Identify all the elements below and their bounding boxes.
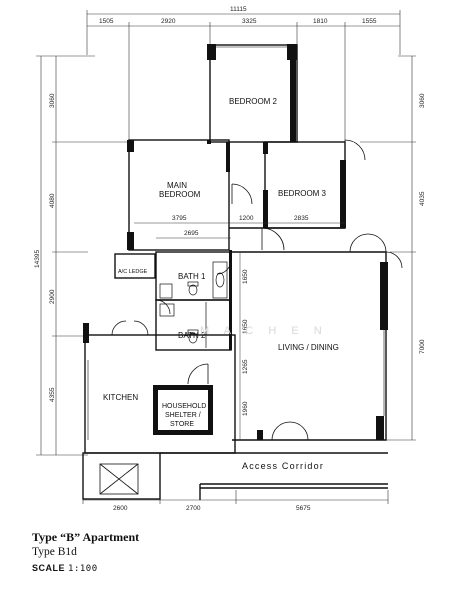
bath-fixtures <box>159 261 228 348</box>
label-main-bedroom-line2: BEDROOM <box>159 190 201 199</box>
dim-bath-col-4: 1960 <box>242 401 249 416</box>
dim-left-4: 4355 <box>49 387 56 402</box>
scale-label-text: SCALE <box>32 563 66 573</box>
label-access-corridor: Access Corridor <box>242 461 324 471</box>
dim-bath-width: 2695 <box>184 230 199 237</box>
dim-bath-col-1: 1650 <box>242 269 249 284</box>
top-dimension-lines <box>86 10 401 140</box>
right-dimension-lines <box>360 55 416 441</box>
dim-left-3: 2900 <box>49 289 56 304</box>
dim-inner-3: 2835 <box>294 215 309 222</box>
dim-left-total: 14395 <box>34 250 41 268</box>
dim-inner-1: 3795 <box>172 215 187 222</box>
label-bath-1: BATH 1 <box>178 272 206 281</box>
bottom-dimension-lines <box>82 490 389 504</box>
label-living-dining: LIVING / DINING <box>278 343 339 352</box>
scale-value: 1:100 <box>68 564 98 574</box>
label-shelter-2: SHELTER / <box>165 412 201 419</box>
dim-bottom-2: 2700 <box>186 505 201 512</box>
floor-plan: 11115 1505 2920 3325 1810 1555 14395 306… <box>34 6 426 512</box>
dim-top-2: 2920 <box>161 18 176 25</box>
label-ac-ledge: A/C LEDGE <box>118 269 148 275</box>
watermark: M A C H E N <box>200 325 328 337</box>
windows <box>87 46 385 440</box>
dim-left-1: 3060 <box>49 93 56 108</box>
dim-top-total: 11115 <box>230 6 247 13</box>
dim-left-2: 4080 <box>49 193 56 208</box>
dim-bath-col-2: 1650 <box>242 319 249 334</box>
label-kitchen: KITCHEN <box>103 393 138 402</box>
dim-top-4: 1810 <box>313 18 328 25</box>
lift-core <box>99 463 139 495</box>
dim-bottom-3: 5675 <box>296 505 311 512</box>
label-shelter-3: STORE <box>170 421 194 428</box>
dim-top-5: 1555 <box>362 18 377 25</box>
structural-columns <box>83 44 388 440</box>
dim-right-3: 7000 <box>419 339 426 354</box>
dim-inner-2: 1200 <box>239 215 254 222</box>
label-bath-2: BATH 2 <box>178 331 206 340</box>
label-main-bedroom-line1: MAIN <box>167 181 187 190</box>
dim-right-1: 3060 <box>419 93 426 108</box>
dim-top-1: 1505 <box>99 18 114 25</box>
dim-bath-col-3: 1265 <box>242 359 249 374</box>
dim-bottom-1: 2600 <box>113 505 128 512</box>
apartment-type-title: Type “B” Apartment <box>32 530 140 544</box>
apartment-subtype: Type B1d <box>32 546 77 558</box>
left-dimension-lines <box>36 55 130 456</box>
label-bedroom-3: BEDROOM 3 <box>278 189 327 198</box>
label-bedroom-2: BEDROOM 2 <box>229 97 278 106</box>
label-shelter-1: HOUSEHOLD <box>162 403 206 410</box>
scale-label: SCALE 1:100 <box>32 563 98 574</box>
dim-right-2: 4035 <box>419 191 426 206</box>
inner-dimension-lines <box>134 222 345 440</box>
dim-top-3: 3325 <box>242 18 257 25</box>
